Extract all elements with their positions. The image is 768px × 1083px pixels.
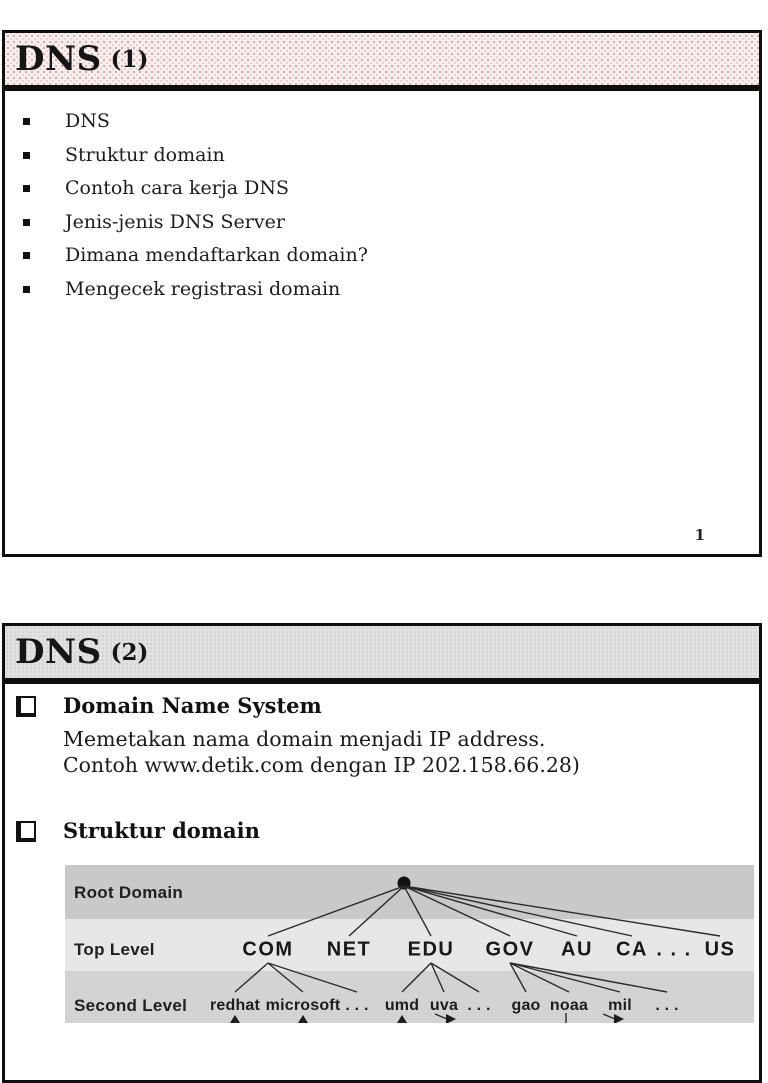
list-item: Jenis-jenis DNS Server <box>21 206 759 240</box>
tree-node-label: mil <box>608 997 632 1014</box>
slide-1-body: DNS Struktur domain Contoh cara kerja DN… <box>2 88 762 557</box>
tree-node-label: NET <box>326 938 372 961</box>
second-level-band <box>65 971 754 1023</box>
slide-2-header: DNS (2) <box>2 623 762 681</box>
square-bullet-icon <box>23 151 30 159</box>
tree-node-label: gao <box>511 997 541 1014</box>
slide-1-header: DNS (1) <box>2 30 762 88</box>
tree-node-label: umd <box>384 997 420 1014</box>
slide-2-title-suffix: (2) <box>110 638 149 666</box>
top-level-band <box>65 919 754 971</box>
list-item-label: Contoh cara kerja DNS <box>65 177 289 199</box>
list-item: Contoh cara kerja DNS <box>21 172 759 206</box>
square-bullet-icon <box>23 185 30 192</box>
tree-node-label: . . . <box>655 997 679 1014</box>
tree-node-label: AU <box>561 938 593 961</box>
list-item-label: Mengecek registrasi domain <box>65 277 341 300</box>
section-heading-row: Domain Name System <box>16 694 322 718</box>
tree-row-label: Root Domain <box>74 883 184 902</box>
list-item: Struktur domain <box>21 139 759 173</box>
document-page: { "slide1": { "title": "DNS", "title_suf… <box>2 30 762 1083</box>
slide-2: DNS (2) Domain Name System Memetakan nam… <box>2 623 762 1083</box>
tree-node-label: . . . <box>345 997 369 1014</box>
list-item-label: DNS <box>65 110 110 132</box>
tree-node-label: COM <box>242 938 294 961</box>
section-heading: Struktur domain <box>63 818 260 843</box>
slide-2-title: DNS <box>15 632 102 672</box>
tree-node-label: . . . <box>656 938 692 961</box>
section-paragraph: Memetakan nama domain menjadi IP address… <box>63 727 580 777</box>
checkbox-bullet-icon <box>16 821 36 842</box>
list-item: Mengecek registrasi domain <box>21 273 759 307</box>
square-bullet-icon <box>23 252 30 259</box>
page-number: 1 <box>694 526 705 544</box>
list-item: Dimana mendaftarkan domain? <box>21 239 759 273</box>
square-bullet-icon <box>23 218 30 226</box>
slide-1-title: DNS <box>15 39 102 79</box>
tree-node-label: uva <box>429 997 459 1014</box>
tree-node-label: microsoft <box>265 997 341 1014</box>
slide-2-body: Domain Name System Memetakan nama domain… <box>2 681 762 1083</box>
checkbox-bullet-icon <box>16 696 36 717</box>
tree-row-label: Second Level <box>74 996 188 1015</box>
agenda-list: DNS Struktur domain Contoh cara kerja DN… <box>5 91 759 306</box>
list-item-label: Jenis-jenis DNS Server <box>65 210 285 233</box>
list-item-label: Struktur domain <box>65 143 225 166</box>
square-bullet-icon <box>23 285 30 293</box>
tree-node-label: redhat <box>209 997 261 1014</box>
list-item-label: Dimana mendaftarkan domain? <box>65 244 368 266</box>
slide-1-title-suffix: (1) <box>110 45 149 73</box>
tree-node-label: US <box>704 938 736 961</box>
tree-node-label: EDU <box>407 938 455 961</box>
tree-node-label: CA <box>616 938 648 961</box>
slide-1: DNS (1) DNS Struktur domain Contoh cara … <box>2 30 762 557</box>
square-bullet-icon <box>23 118 30 125</box>
root-domain-band <box>65 865 754 919</box>
section-heading-row: Struktur domain <box>16 819 260 843</box>
list-item: DNS <box>21 105 759 139</box>
tree-row-label: Top Level <box>74 940 155 959</box>
tree-connector-lines <box>230 876 721 1023</box>
tree-node-label: noaa <box>549 997 589 1014</box>
tree-node-label: . . . <box>467 997 491 1014</box>
section-heading: Domain Name System <box>63 693 322 718</box>
tree-node-label: GOV <box>485 938 535 961</box>
